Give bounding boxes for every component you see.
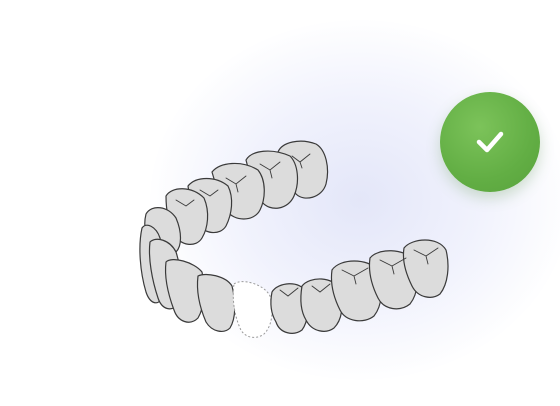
groove-premolar-upper-1 [199,189,219,197]
incisor-left-1 [164,259,205,323]
groove-molar-right-2 [379,257,407,275]
groove-molar-upper-3 [225,175,247,193]
incisor-left-2 [196,273,236,332]
groove-molar-right-1 [341,267,369,285]
molar-right-back [402,239,449,298]
molar-right-1 [330,260,383,322]
checkmark-icon [476,131,504,153]
groove-molar-right-back [413,247,439,265]
success-badge [440,92,540,192]
groove-molar-upper-2 [259,161,281,179]
missing-tooth-outline [232,281,273,338]
groove-premolar-upper-2 [175,199,195,207]
groove-molar-back-upper [291,153,311,169]
premolar-right-2 [300,278,343,332]
premolar-right-1 [270,283,309,334]
groove-premolar-right-2 [311,283,331,293]
groove-premolar-right-1 [279,287,299,297]
